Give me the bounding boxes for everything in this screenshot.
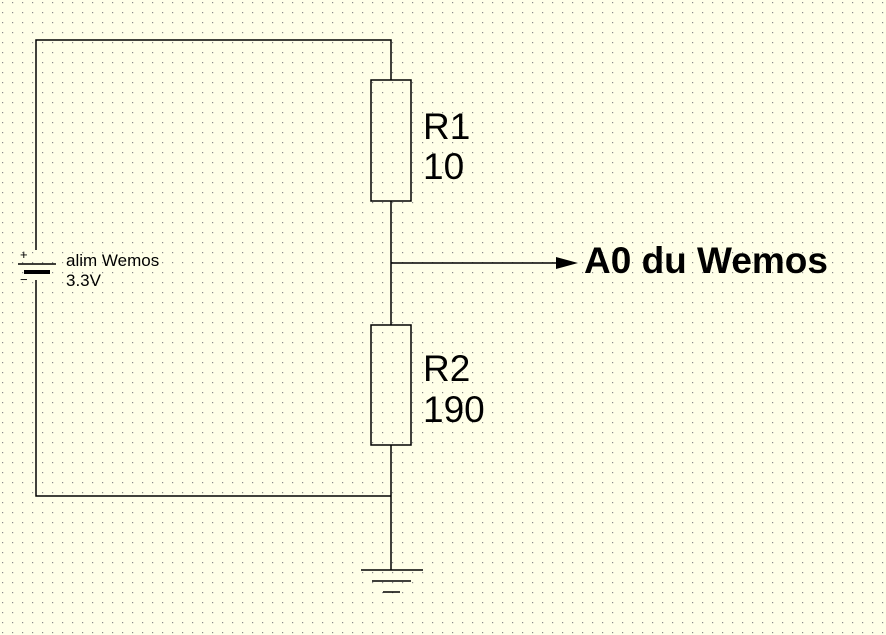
battery-minus-sign: − bbox=[20, 272, 28, 287]
wires bbox=[35, 39, 558, 570]
battery-symbol bbox=[18, 263, 56, 274]
r2-value: 190 bbox=[423, 389, 485, 430]
resistor-r1 bbox=[370, 79, 412, 202]
battery-name: alim Wemos bbox=[66, 251, 159, 270]
wire-bottom bbox=[35, 280, 391, 497]
output-net-label: A0 du Wemos bbox=[584, 240, 828, 281]
battery-value: 3.3V bbox=[66, 271, 102, 290]
ground-symbol bbox=[361, 569, 423, 593]
r2-name: R2 bbox=[423, 348, 470, 389]
resistor-r2 bbox=[370, 324, 412, 446]
battery-plus-sign: + bbox=[20, 247, 28, 262]
r1-name: R1 bbox=[423, 106, 470, 147]
wire-top bbox=[35, 39, 392, 250]
r1-value: 10 bbox=[423, 146, 464, 187]
output-arrow-icon bbox=[556, 257, 578, 269]
